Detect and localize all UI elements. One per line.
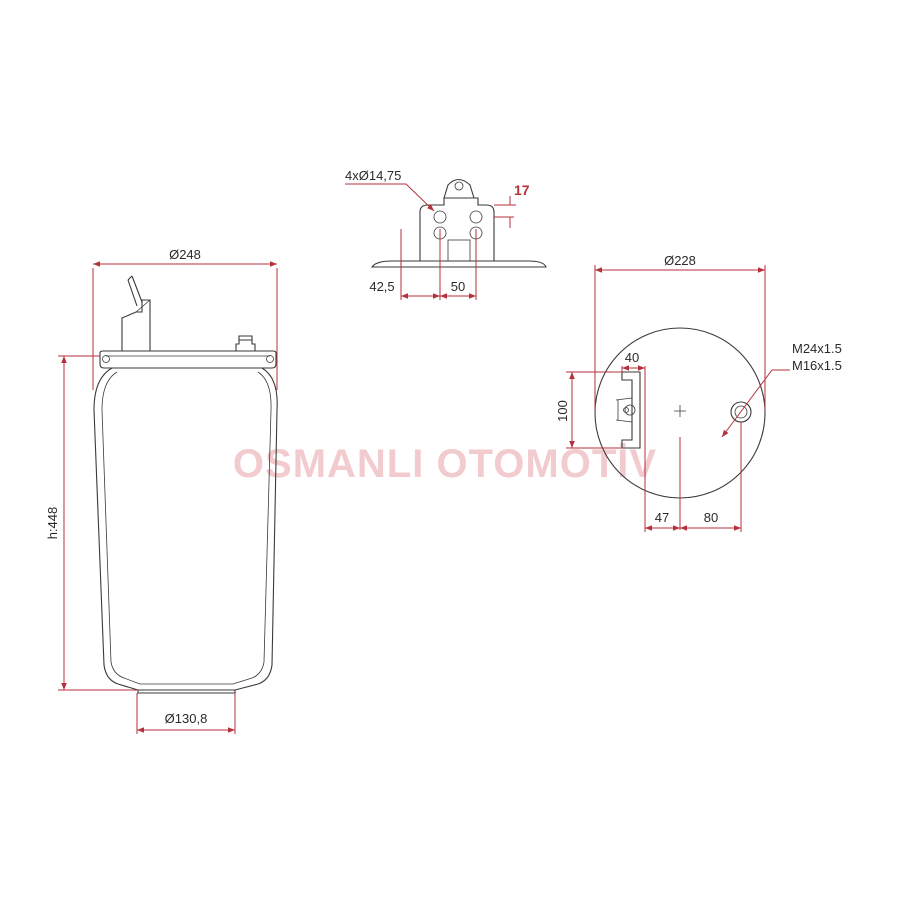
piston-outline [137,690,236,694]
watermark: OSMANLI OTOMOTİV [233,442,657,486]
dim-thread-small: M16x1.5 [792,358,842,373]
dim-holes: 4xØ14,75 [345,168,401,183]
dim-height: h:448 [45,507,60,540]
plate-base [370,260,547,268]
top-plate-dimensions: 4xØ14,75 17 42,5 50 [345,168,530,300]
hole-2 [469,210,483,224]
bracket-top-view [621,371,641,449]
plate-body [419,197,495,261]
dim-bracket-height: 100 [555,400,570,422]
dim-offset: 42,5 [369,279,394,294]
top-view [594,327,766,530]
top-view-dimensions: Ø228 40 100 47 80 M24x1.5 M16x1.5 [555,253,842,532]
dim-offset-left: 47 [655,510,669,525]
dim-thickness: 17 [514,182,530,198]
hole-1 [433,210,447,224]
dim-top-diameter: Ø248 [169,247,201,262]
side-view [93,275,278,694]
plate-top-lug [443,178,475,199]
dim-bottom-diameter: Ø130,8 [165,711,208,726]
dim-top-view-diameter: Ø228 [664,253,696,268]
dim-spacing: 50 [451,279,465,294]
dim-thread-large: M24x1.5 [792,341,842,356]
side-dimensions: Ø248 h:448 Ø130,8 [45,247,278,734]
air-fitting [235,335,256,351]
bracket-outline [121,299,151,351]
bellow-inner-outline [101,371,272,685]
top-plate-outline [99,350,277,369]
dim-offset-right: 80 [704,510,718,525]
dim-bracket-width: 40 [625,350,639,365]
bellow-outline [93,367,278,691]
